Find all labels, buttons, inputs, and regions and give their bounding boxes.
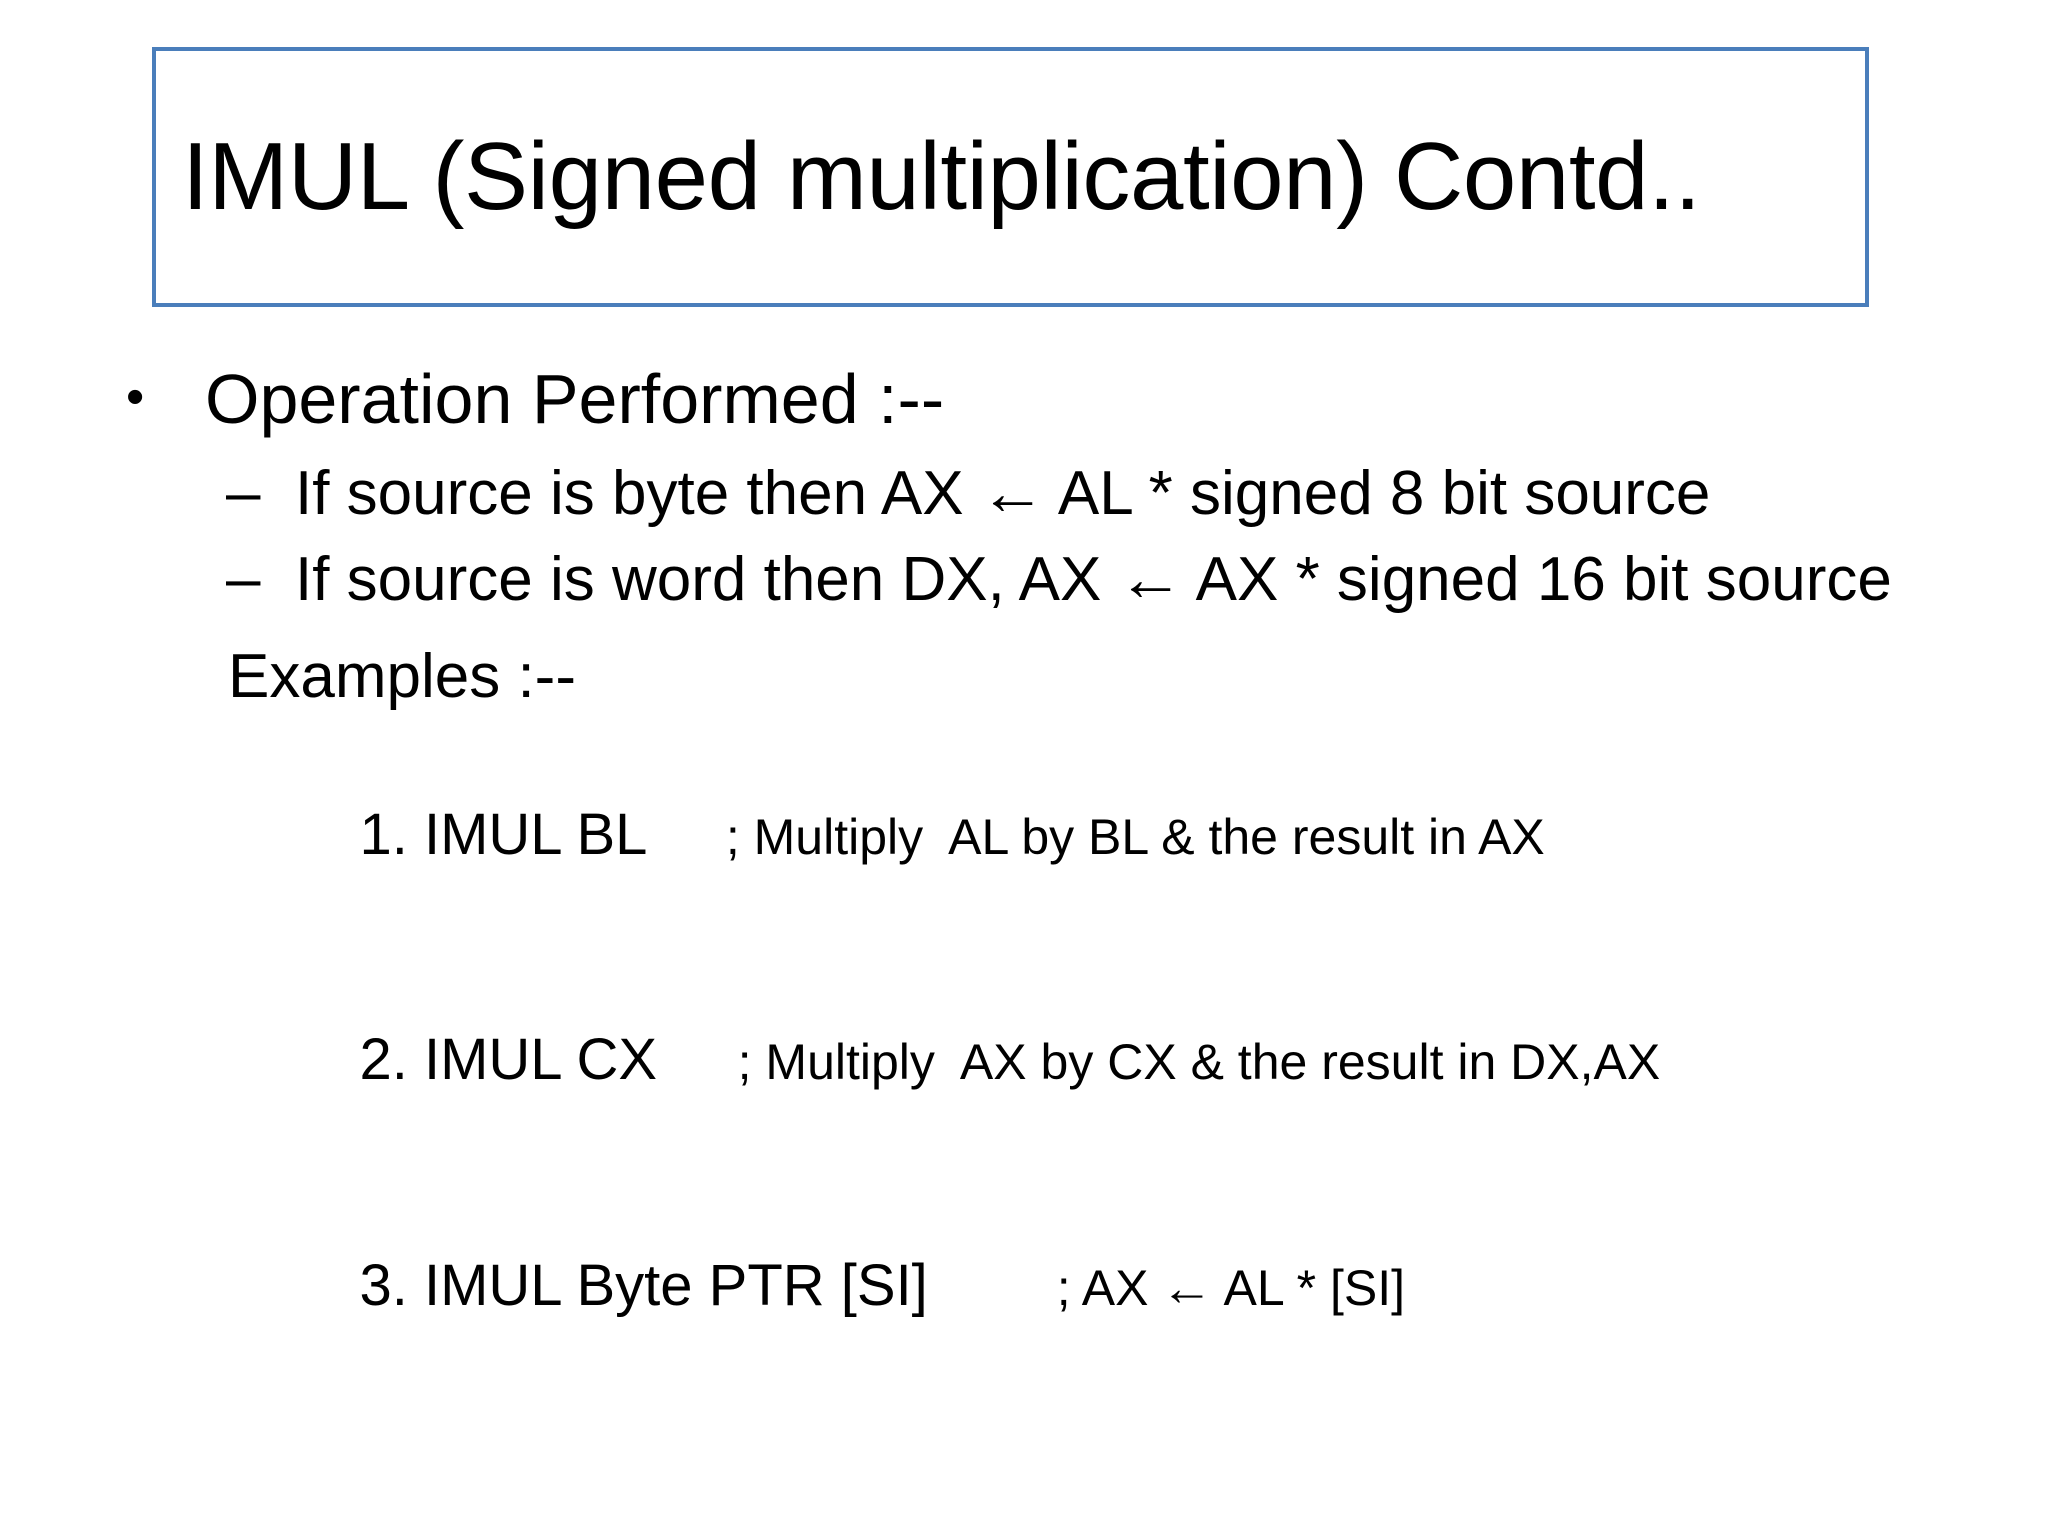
sub-bullet-text-before-arrow: If source is word then DX, AX [295, 545, 1119, 615]
example-comment: ; Multiply AL by BL & the result in AX [725, 808, 1545, 865]
examples-heading: Examples :-- [228, 642, 576, 712]
sub-bullet-text-after-arrow: AX * signed 16 bit source [1181, 545, 1892, 615]
slide-title-box: IMUL (Signed multiplication) Contd.. [152, 47, 1869, 307]
example-code: 2. IMUL CX [359, 1027, 738, 1093]
bullet-item-label: Operation Performed :-- [205, 360, 945, 438]
left-arrow-icon: ← [1161, 1259, 1214, 1316]
example-comment: ; Multiply AX by CX & the result in DX,A… [737, 1034, 1661, 1091]
en-dash-icon: – [226, 544, 261, 614]
left-arrow-icon: ← [979, 458, 1046, 529]
example-comment-before-arrow: ; AX [1056, 1259, 1163, 1316]
example-item-3: 3. IMUL Byte PTR [SI] ; AX ← AL * [SI] [0, 1183, 2048, 1388]
left-arrow-icon: ← [1117, 544, 1184, 615]
sub-bullet-text-after-arrow: AL * signed 8 bit source [1044, 459, 1711, 529]
sub-bullet-item-byte-source: – If source is byte then AX ← AL * signe… [0, 456, 2048, 532]
sub-bullet-item-word-source: – If source is word then DX, AX ← AX * s… [0, 542, 2048, 618]
example-code: 1. IMUL BL [359, 801, 726, 867]
example-item-2: 2. IMUL CX ; Multiply AX by CX & the res… [0, 958, 2048, 1163]
page-title: IMUL (Signed multiplication) Contd.. [182, 122, 1701, 230]
bullet-item-operation-performed: • Operation Performed :-- [0, 360, 2048, 438]
bullet-dot-icon: • [126, 368, 145, 426]
example-comment-after-arrow: AL * [SI] [1212, 1259, 1406, 1316]
sub-bullet-text-before-arrow: If source is byte then AX [295, 459, 981, 529]
example-code: 3. IMUL Byte PTR [SI] [359, 1252, 1057, 1318]
en-dash-icon: – [226, 458, 261, 528]
example-item-1: 1. IMUL BL ; Multiply AL by BL & the res… [0, 733, 2048, 938]
slide-body: • Operation Performed :-- – If source is… [0, 360, 2048, 1408]
